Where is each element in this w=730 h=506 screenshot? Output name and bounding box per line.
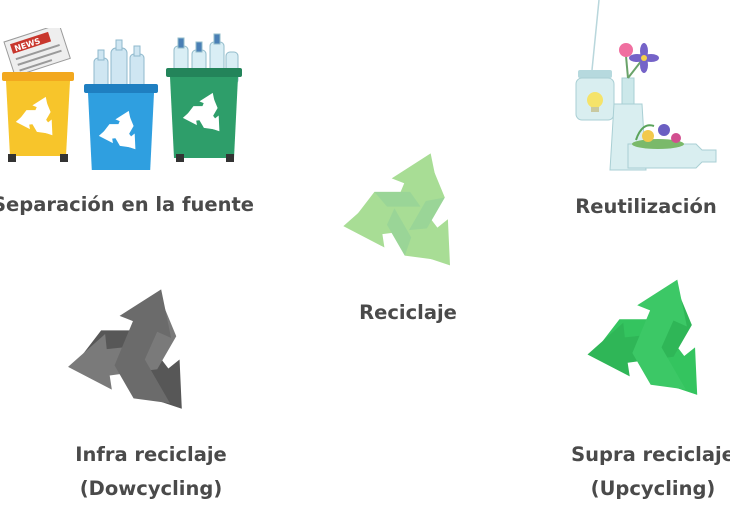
- newspaper-icon: NEWS: [3, 28, 71, 77]
- label-upcycling-line1: Supra reciclaje: [571, 443, 730, 466]
- bottle-planter-icon: [627, 124, 717, 169]
- label-recycling: Reciclaje: [340, 296, 476, 330]
- recycle-icon-light-green: [343, 142, 479, 274]
- reused-jars-illustration: [575, 0, 717, 171]
- label-reuse: Reutilización: [563, 190, 729, 224]
- recycling-bins-illustration: NEWS: [2, 28, 242, 170]
- label-downcycling-line1: Infra reciclaje: [75, 443, 227, 466]
- recycle-icon-bright-green: [587, 268, 727, 404]
- label-downcycling: Infra reciclaje (Dowcycling): [40, 438, 262, 506]
- yellow-bin-icon: [2, 72, 74, 162]
- label-upcycling-line2: (Upcycling): [590, 477, 716, 500]
- blue-bin-icon: [84, 84, 158, 170]
- jar-lamp-icon: [575, 70, 615, 121]
- plastic-bottles-icon: [93, 39, 145, 93]
- label-recycling-text: Reciclaje: [359, 301, 457, 324]
- recycle-icon-gray: [68, 278, 213, 418]
- label-source-separation: Separación en la fuente: [0, 188, 254, 222]
- green-bin-icon: [166, 68, 242, 162]
- label-downcycling-line2: (Dowcycling): [79, 477, 223, 500]
- label-reuse-text: Reutilización: [575, 195, 717, 218]
- label-upcycling: Supra reciclaje (Upcycling): [569, 438, 730, 506]
- label-source-separation-text: Separación en la fuente: [0, 193, 255, 216]
